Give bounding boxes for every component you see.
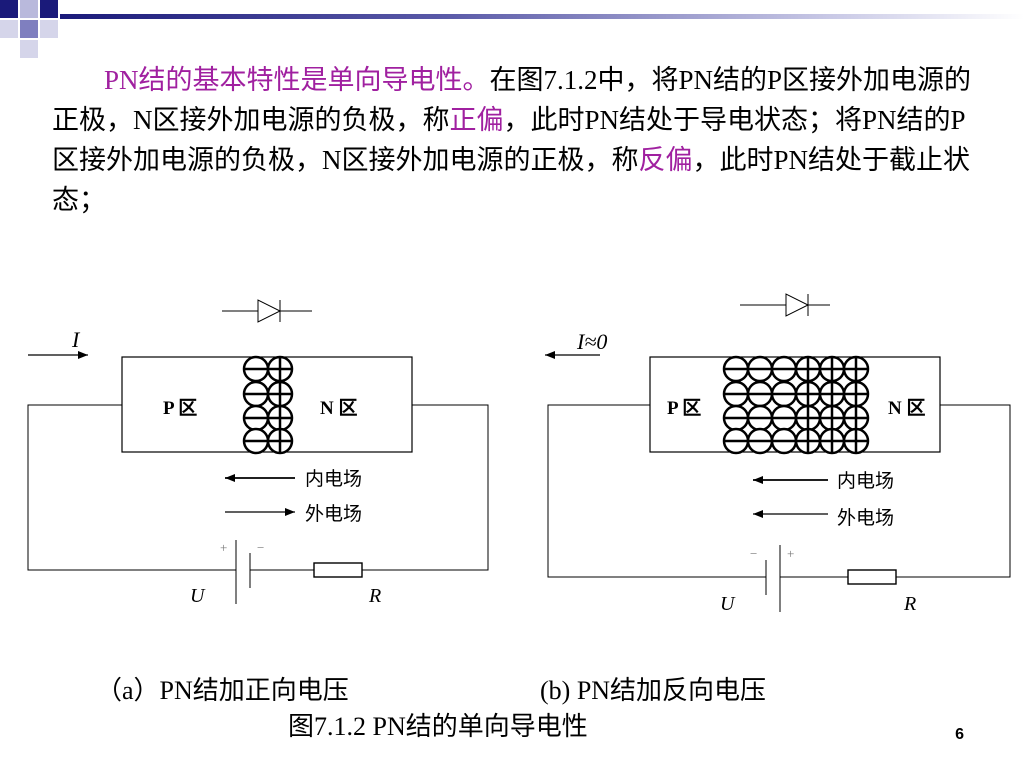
intro-paragraph: PN结的基本特性是单向导电性。在图7.1.2中，将PN结的P区接外加电源的正极，… bbox=[52, 60, 982, 220]
resistor-label-a: R bbox=[368, 585, 381, 607]
n-region-label-b: N 区 bbox=[888, 398, 925, 419]
outer-field-label-b: 外电场 bbox=[837, 507, 894, 529]
depletion-region-a bbox=[242, 355, 294, 455]
battery-plus-a: + bbox=[220, 540, 227, 555]
circuit-wires-b bbox=[547, 404, 1011, 578]
page-number: 6 bbox=[955, 726, 964, 743]
resistor-symbol-b bbox=[847, 569, 897, 585]
pn-junction-body-b bbox=[649, 356, 941, 453]
voltage-label-a: U bbox=[190, 585, 206, 607]
battery-minus-a: − bbox=[257, 540, 264, 555]
top-accent-bar bbox=[60, 14, 1024, 19]
inner-field-label-a: 内电场 bbox=[305, 468, 362, 490]
battery-minus-b: − bbox=[750, 546, 757, 561]
resistor-symbol-a bbox=[313, 562, 363, 578]
n-region-label-a: N 区 bbox=[320, 398, 357, 419]
paragraph-text-1: 在图7.1.2中，将PN结的P区接外加电源的正极，N区接外加电源的负极，称 bbox=[52, 65, 972, 135]
inner-field-label-b: 内电场 bbox=[837, 470, 894, 492]
diode-symbol-b bbox=[740, 293, 830, 317]
voltage-label-b: U bbox=[720, 593, 736, 615]
outer-field-label-a: 外电场 bbox=[305, 503, 362, 525]
p-region-label-b: P 区 bbox=[667, 398, 701, 419]
term-forward-bias: 正偏 bbox=[449, 105, 504, 135]
key-statement: PN结的基本特性是单向导电性。 bbox=[104, 65, 490, 95]
diode-symbol-a bbox=[222, 299, 312, 323]
caption-a: （a）PN结加正向电压 bbox=[96, 676, 349, 705]
current-label-a: I bbox=[71, 327, 81, 352]
term-reverse-bias: 反偏 bbox=[638, 145, 693, 175]
corner-decoration bbox=[0, 0, 58, 58]
figure-title: 图7.1.2 PN结的单向导电性 bbox=[288, 712, 588, 741]
paragraph-text-2: ，此时PN结处于导电状态；将PN结的P区接外加电源的负极，N区接外加电源的正极，… bbox=[52, 105, 966, 175]
battery-symbol-b bbox=[765, 545, 781, 612]
resistor-label-b: R bbox=[903, 593, 916, 615]
battery-symbol-a bbox=[235, 540, 251, 604]
current-label-b: I≈0 bbox=[576, 329, 607, 354]
depletion-region-b bbox=[722, 355, 870, 455]
battery-plus-b: + bbox=[787, 546, 794, 561]
paragraph-text-3: ，此时PN结处于截止状态； bbox=[52, 145, 971, 215]
circuit-wires-a bbox=[27, 404, 489, 571]
pn-junction-body-a bbox=[121, 356, 413, 453]
p-region-label-a: P 区 bbox=[163, 398, 197, 419]
caption-b: (b) PN结加反向电压 bbox=[540, 676, 767, 705]
